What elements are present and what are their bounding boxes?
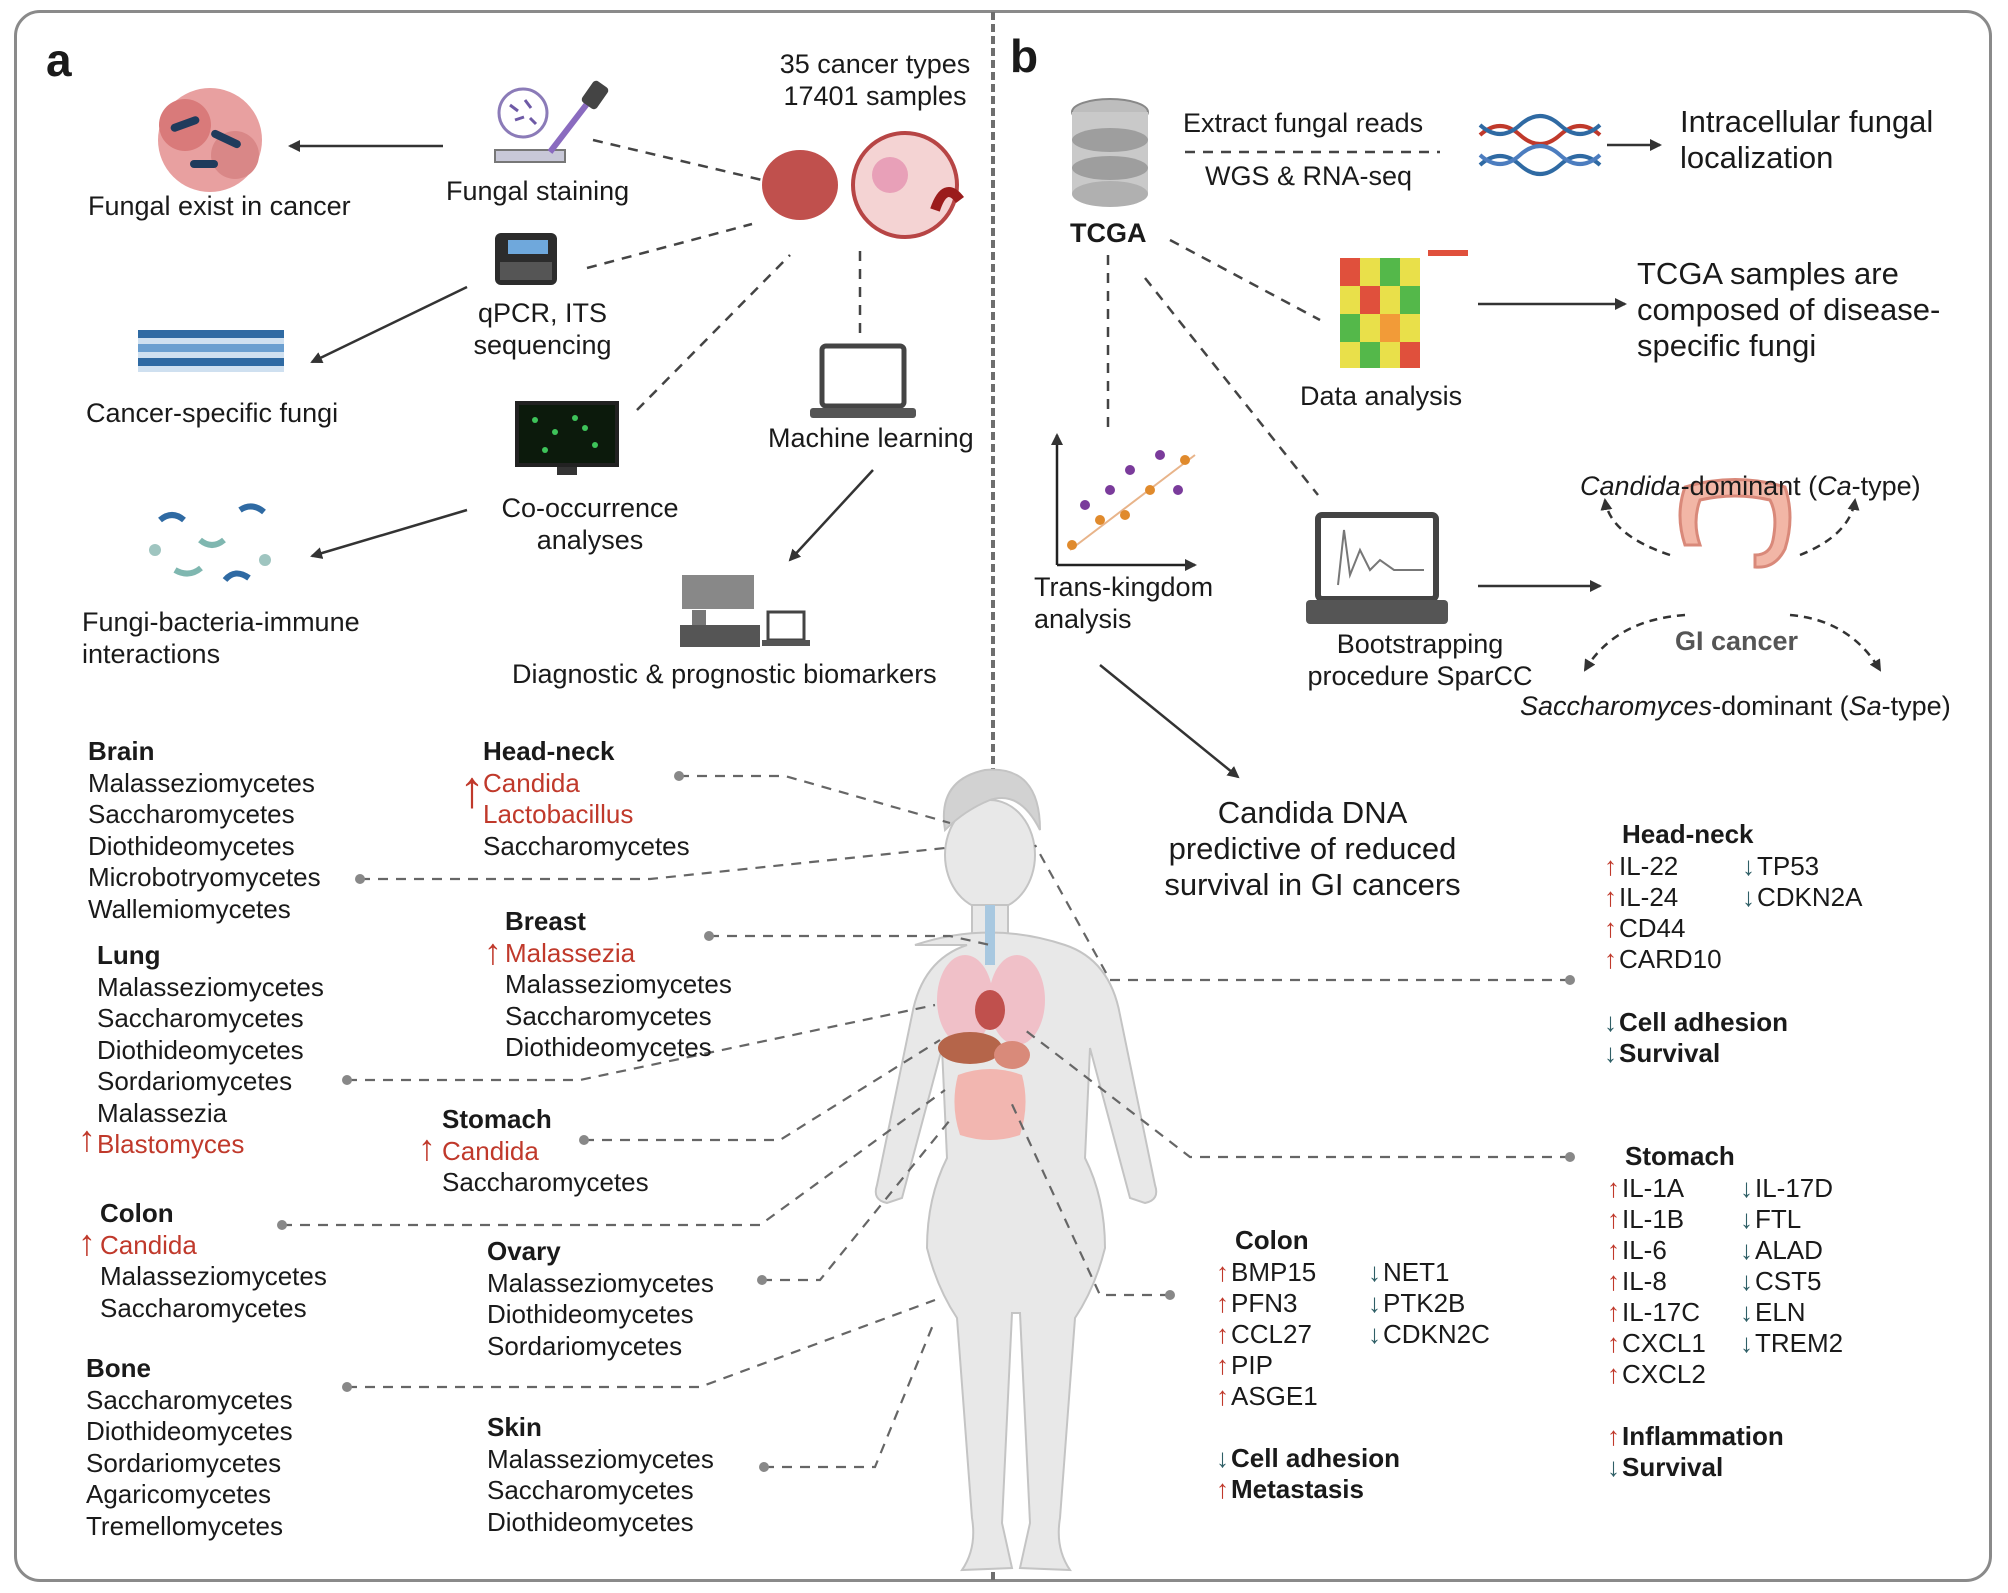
headneck-up-arrow: ↑ [459, 761, 485, 819]
organ-leader-endpoints [277, 771, 1575, 1472]
stomach-up-arrow: ↑ [418, 1127, 436, 1168]
gene-box-headneck: Head-neck [1622, 819, 1754, 849]
colon-organ-icon [1678, 478, 1792, 569]
headneck-effects: Cell adhesionSurvival [1604, 1007, 1788, 1069]
microbes-icon [149, 503, 271, 583]
arrow-cooccur-to-fbi [310, 508, 468, 559]
organ-leader-lines [282, 774, 1570, 1469]
colon-up-genes: BMP15PFN3 CCL27PIP ASGE1 [1216, 1257, 1318, 1412]
arrow-to-candida-dna [1099, 664, 1240, 779]
arrow-qpcr-to-specific [310, 285, 468, 364]
data-analysis-label: Data analysis [1300, 381, 1463, 411]
database-icon [1071, 98, 1149, 207]
stomach-down-genes: IL-17DFTL ALADCST5 ELNTREM2 [1740, 1173, 1843, 1359]
sequencer-icon [495, 233, 557, 285]
headneck-up-genes: IL-22IL-24 CD44CARD10 [1604, 851, 1722, 975]
tumor-cell-cluster-icon [158, 88, 262, 192]
gi-cancer-label: GI cancer [1675, 626, 1799, 656]
biomarkers-label: Diagnostic & prognostic biomarkers [512, 659, 937, 689]
organ-list-headneck: Head-neck Candida Lactobacillus Saccharo… [483, 736, 690, 861]
heatmap-table-icon [138, 330, 284, 372]
cancer-specific-label: Cancer-specific fungi [86, 398, 339, 428]
arrow-ml-to-biomarkers [788, 469, 874, 562]
panel-label-b: b [1010, 30, 1039, 82]
laptop-plot-icon [1306, 512, 1448, 624]
internal-organs-illustration [937, 905, 1045, 1140]
laptop-icon [810, 343, 916, 418]
lung-up-arrow: ↑ [78, 1118, 96, 1159]
gene-box-colon: Colon [1235, 1225, 1309, 1255]
heatmap-icon [1340, 250, 1468, 368]
wgs-label: WGS & RNA-seq [1205, 161, 1413, 191]
human-body-illustration [874, 768, 1158, 1572]
colon-effects: Cell adhesionMetastasis [1216, 1443, 1400, 1505]
extract-label: Extract fungal reads [1183, 108, 1424, 138]
candida-dominant-label: Candida-dominant (Ca-type) [1580, 471, 1921, 501]
figure-frame [14, 10, 1992, 1582]
gene-box-stomach: Stomach [1625, 1141, 1735, 1171]
headneck-down-genes: TP53CDKN2A [1742, 851, 1862, 913]
scatter-plot-icon [1051, 433, 1197, 571]
fungal-exist-label: Fungal exist in cancer [88, 191, 351, 221]
microscope-slide-icon [494, 80, 609, 163]
colon-up-arrow: ↑ [78, 1222, 96, 1263]
dna-strand-icon [1478, 114, 1602, 176]
organ-list-stomach: Stomach Candida Saccharomycetes [442, 1104, 649, 1197]
stomach-up-genes: IL-1AIL-1B IL-6IL-8 IL-17CCXCL1 CXCL2 [1607, 1173, 1706, 1390]
tumor-tissue-icon [762, 131, 964, 239]
panel-b-dashed-links [1106, 238, 1321, 496]
panel-a-dashed-links [586, 138, 862, 411]
colon-down-genes: NET1PTK2B CDKN2C [1368, 1257, 1490, 1350]
panel-label-a: a [46, 34, 72, 86]
monitor-cells-icon [515, 401, 619, 475]
imaging-device-icon [680, 575, 810, 647]
gi-type-arrows [1583, 498, 1882, 672]
tcga-label: TCGA [1070, 218, 1147, 248]
breast-up-arrow: ↑ [484, 931, 502, 972]
machine-learning-label: Machine learning [768, 423, 974, 453]
saccharomyces-dominant-label: Saccharomyces-dominant (Sa-type) [1520, 691, 1951, 721]
fungal-staining-label: Fungal staining [446, 176, 630, 206]
stomach-effects: InflammationSurvival [1607, 1421, 1784, 1483]
